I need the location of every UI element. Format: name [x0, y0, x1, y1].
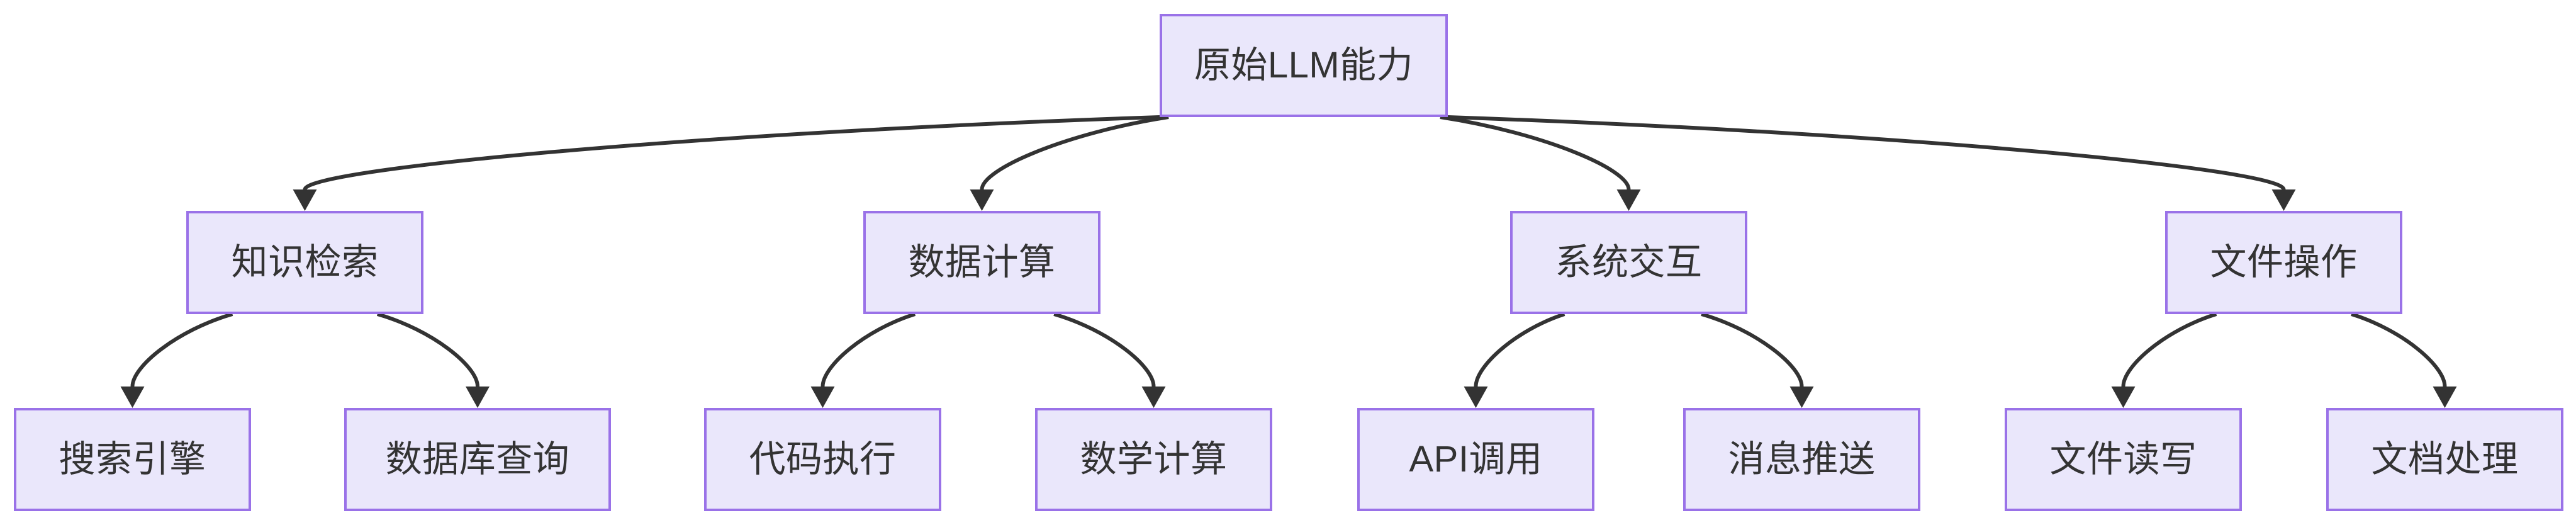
edge-root-to-cat2: [980, 115, 1169, 190]
flow-node-leaf4[interactable]: 数学计算: [1035, 408, 1272, 511]
flow-node-leaf2[interactable]: 数据库查询: [344, 408, 611, 511]
flow-node-root[interactable]: 原始LLM能力: [1160, 14, 1448, 117]
flow-node-label: 数据计算: [908, 242, 1056, 283]
flow-node-leaf3[interactable]: 代码执行: [704, 408, 941, 511]
flow-node-label: 搜索引擎: [59, 439, 206, 480]
arrowhead-cat4-to-leaf7: [2111, 387, 2136, 408]
flow-node-label: 原始LLM能力: [1194, 45, 1414, 86]
edge-root-to-cat1: [303, 115, 1160, 191]
edge-cat3-to-leaf6: [1701, 312, 1804, 387]
arrowhead-root-to-cat4: [2271, 189, 2296, 211]
arrowhead-root-to-cat3: [1616, 189, 1641, 211]
flow-node-label: 消息推送: [1728, 439, 1876, 480]
flow-node-cat4[interactable]: 文件操作: [2165, 211, 2402, 314]
edge-cat1-to-leaf2: [376, 312, 479, 387]
edge-cat4-to-leaf8: [2351, 312, 2447, 387]
edge-cat2-to-leaf3: [820, 312, 916, 387]
arrowhead-cat2-to-leaf3: [810, 387, 835, 408]
flow-node-label: 代码执行: [749, 439, 897, 480]
edge-cat3-to-leaf5: [1474, 312, 1565, 387]
flow-node-leaf1[interactable]: 搜索引擎: [14, 408, 251, 511]
flow-node-label: API调用: [1409, 439, 1543, 480]
arrowhead-cat4-to-leaf8: [2433, 387, 2457, 408]
arrowhead-root-to-cat2: [970, 189, 994, 211]
flow-node-cat1[interactable]: 知识检索: [186, 211, 423, 314]
flow-node-label: 数据库查询: [385, 439, 570, 480]
arrowhead-cat1-to-leaf2: [466, 387, 490, 408]
flow-node-label: 文档处理: [2371, 439, 2519, 480]
flow-node-leaf8[interactable]: 文档处理: [2326, 408, 2563, 511]
edge-cat4-to-leaf7: [2121, 312, 2217, 387]
arrowhead-root-to-cat1: [293, 189, 317, 211]
edge-root-to-cat3: [1440, 115, 1631, 190]
edge-cat1-to-leaf1: [130, 312, 233, 387]
flow-node-leaf7[interactable]: 文件读写: [2005, 408, 2242, 511]
edge-cat2-to-leaf4: [1053, 312, 1156, 387]
flow-node-label: 知识检索: [231, 242, 379, 283]
edge-root-to-cat4: [1447, 115, 2286, 191]
flow-node-cat3[interactable]: 系统交互: [1510, 211, 1747, 314]
arrowhead-cat3-to-leaf6: [1789, 387, 1814, 408]
flow-node-leaf5[interactable]: API调用: [1357, 408, 1594, 511]
flow-node-label: 数学计算: [1080, 439, 1228, 480]
flow-node-label: 文件读写: [2049, 439, 2197, 480]
arrowhead-cat1-to-leaf1: [120, 387, 145, 408]
flow-node-cat2[interactable]: 数据计算: [863, 211, 1100, 314]
flow-node-label: 文件操作: [2210, 242, 2358, 283]
flow-node-label: 系统交互: [1555, 242, 1703, 283]
flow-node-leaf6[interactable]: 消息推送: [1683, 408, 1920, 511]
arrowhead-cat2-to-leaf4: [1141, 387, 1166, 408]
arrowhead-cat3-to-leaf5: [1464, 387, 1488, 408]
